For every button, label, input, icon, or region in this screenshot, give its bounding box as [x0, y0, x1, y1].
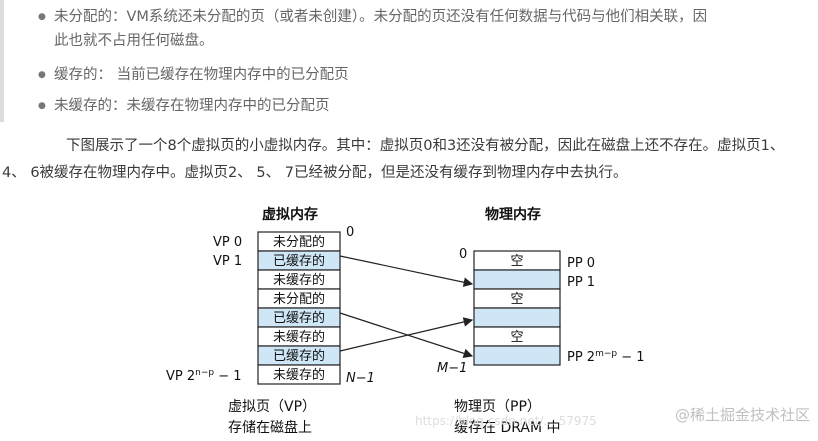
bullet-text: 未缓存在物理内存中的已分配页 — [126, 98, 330, 114]
figure-description-paragraph: 下图展示了一个8个虚拟页的小虚拟内存。其中：虚拟页0和3还没有被分配，因此在磁盘… — [2, 138, 785, 181]
pp-cell-label: 空 — [510, 292, 523, 307]
pp-table: 空空空 — [473, 250, 561, 366]
arrow-vp6-to-pp — [339, 317, 474, 352]
pp-cell-label: 空 — [510, 330, 523, 345]
pp-caption-2: 缓存在 DRAM 中 — [454, 420, 561, 436]
vp-cell-label: 已缓存的 — [273, 348, 325, 364]
arrow-vp1-to-pp — [339, 255, 474, 287]
vp-cell-label: 未分配的 — [273, 291, 325, 307]
faint-url-watermark: https://blog.csdn.net/... 57975 — [415, 414, 597, 428]
bullet-text: 当前已缓存在物理内存中的已分配页 — [112, 67, 349, 83]
bullet-term: 未分配的： — [54, 9, 127, 25]
arrow-vp4-to-pp — [339, 312, 474, 358]
bullet-term: 缓存的： — [54, 67, 112, 83]
vp-caption-2: 存储在磁盘上 — [228, 419, 312, 436]
bullet-unallocated: 未分配的：VM系统还未分配的页（或者未创建）。未分配的页还没有任何数据与代码与他… — [54, 5, 794, 53]
pm-title: 物理内存 — [485, 206, 541, 223]
pp-cell — [473, 269, 561, 290]
bullet-term: 未缓存的： — [54, 98, 127, 114]
pp-cell — [473, 345, 561, 366]
vm-title: 虚拟内存 — [262, 206, 318, 223]
definition-blockquote: ● 未分配的：VM系统还未分配的页（或者未创建）。未分配的页还没有任何数据与代码… — [0, 0, 818, 122]
pp-cell-label: 空 — [510, 254, 523, 269]
pp-last-label: PP 2m−p − 1 — [567, 349, 645, 365]
pp-bottom-index: M−1 — [437, 361, 467, 376]
pp0-label: PP 0 — [567, 256, 595, 271]
vp-top-index: 0 — [346, 225, 354, 240]
vp-cell — [257, 364, 341, 385]
site-watermark: @稀土掘金技术社区 — [674, 406, 810, 424]
bullet-icon: ● — [38, 70, 46, 80]
pp-caption: 物理页（PP） — [454, 399, 541, 415]
vp-cell-label: 未缓存的 — [273, 329, 325, 345]
vp-last-label: VP 2n−p − 1 — [166, 368, 242, 384]
bullet-cached: 缓存的： 当前已缓存在物理内存中的已分配页 — [54, 63, 794, 87]
pp1-label: PP 1 — [567, 275, 595, 290]
vp-cell-label: 未缓存的 — [273, 272, 325, 288]
bullet-icon: ● — [38, 101, 46, 111]
pp-cell — [473, 307, 561, 328]
vp1-label: VP 1 — [213, 254, 242, 269]
vp-cell-label: 未分配的 — [273, 234, 325, 250]
vp-cell-label: 已缓存的 — [273, 253, 325, 269]
vp-bottom-index: N−1 — [346, 371, 375, 386]
vp-cell-label: 未缓存的 — [273, 367, 325, 383]
bullet-uncached: 未缓存的：未缓存在物理内存中的已分配页 — [54, 94, 794, 118]
bullet-icon: ● — [38, 12, 46, 22]
bullet-text-cont: 此也就不占用任何磁盘。 — [54, 33, 214, 49]
vp-caption: 虚拟页（VP） — [228, 399, 316, 415]
vp-cell-label: 已缓存的 — [273, 310, 325, 326]
vp0-label: VP 0 — [213, 235, 242, 250]
bullet-text: VM系统还未分配的页（或者未创建）。未分配的页还没有任何数据与代码与他们相关联，… — [126, 9, 708, 25]
pp-top-index: 0 — [459, 247, 467, 262]
